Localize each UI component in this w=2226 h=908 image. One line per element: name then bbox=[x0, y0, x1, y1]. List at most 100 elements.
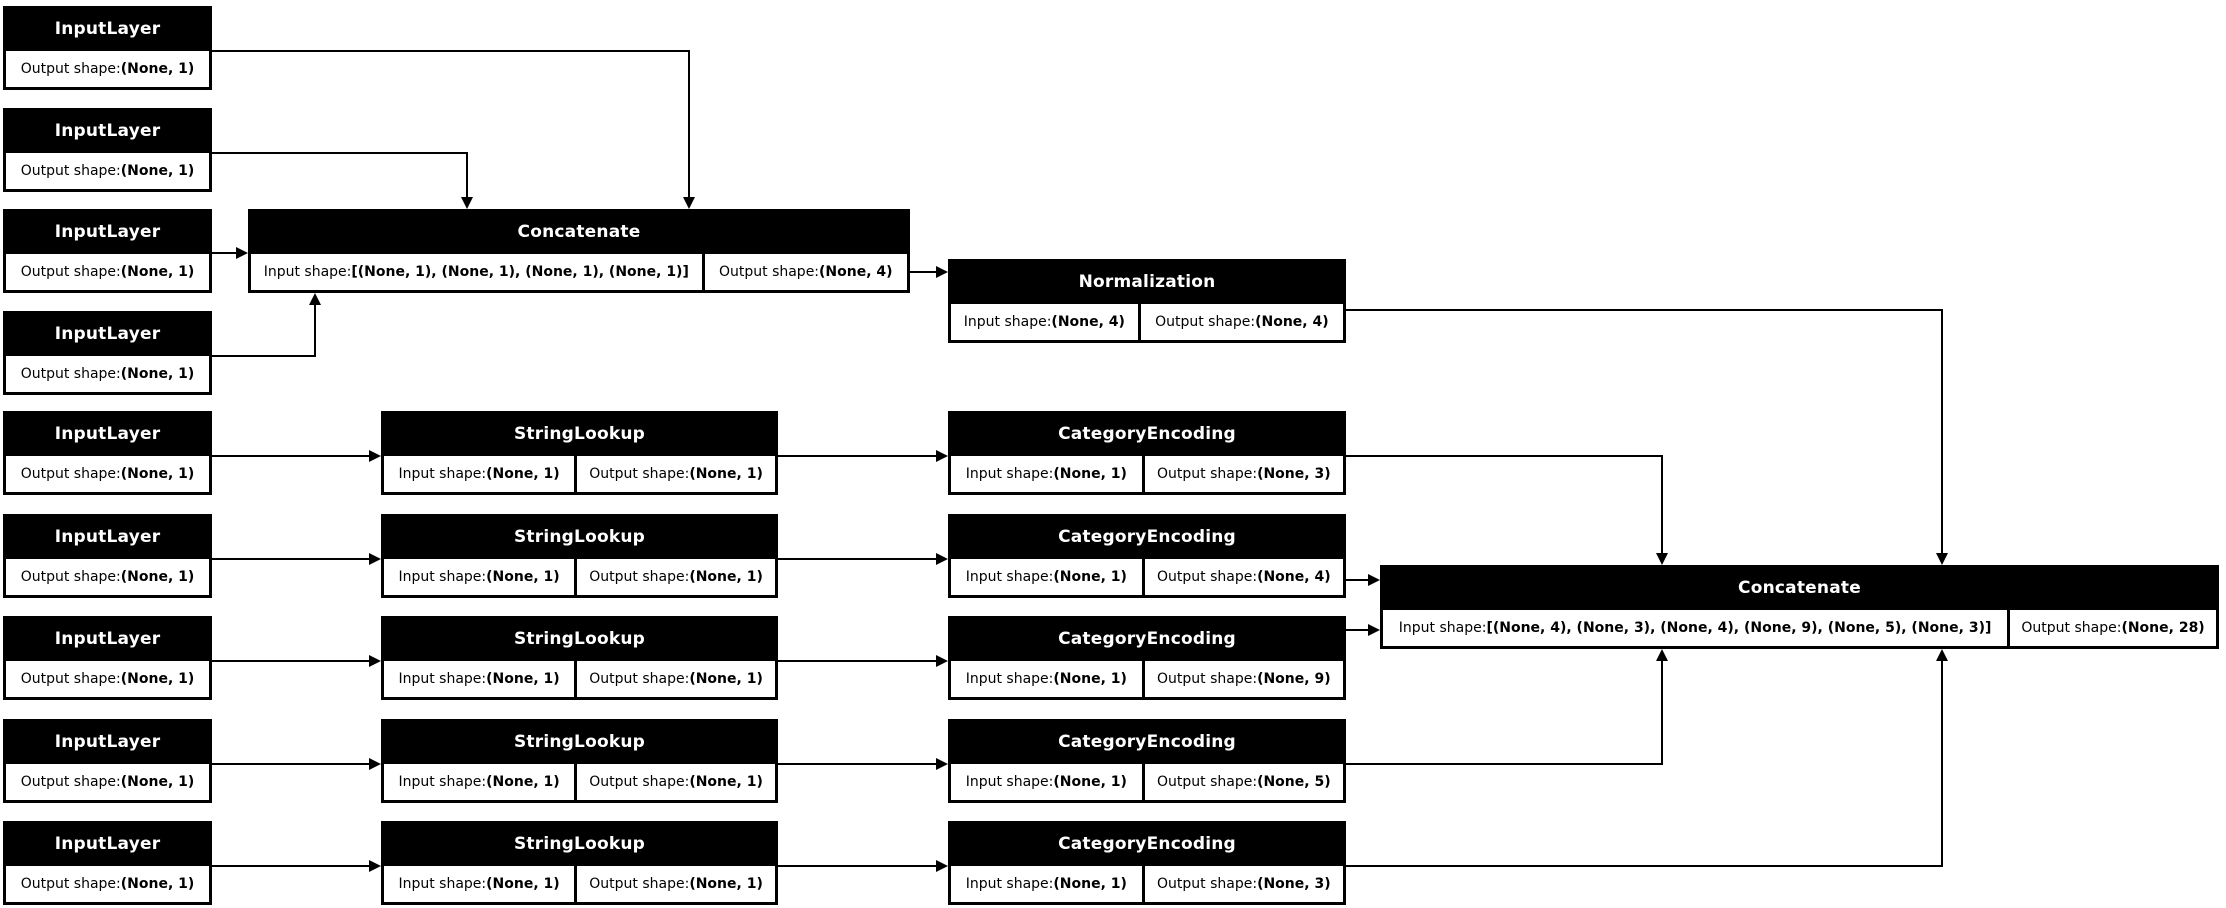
shape-value: (None, 1) bbox=[1053, 671, 1127, 687]
arrowhead-category-encoding-3-to-concatenate-2 bbox=[1368, 624, 1380, 636]
shape-cells: Input shape: (None, 1)Output shape: (Non… bbox=[381, 661, 778, 700]
edge-input-9-to-string-lookup-5 bbox=[211, 865, 371, 867]
input-shape-cell: Input shape: (None, 1) bbox=[951, 456, 1142, 492]
output-shape-cell: Output shape: (None, 1) bbox=[6, 456, 209, 492]
edge-input-8-to-string-lookup-4 bbox=[211, 763, 371, 765]
edge-category-encoding-1-to-concatenate-2 bbox=[1661, 455, 1663, 555]
shape-value: (None, 4) bbox=[1051, 314, 1125, 330]
shape-cells: Input shape: (None, 1)Output shape: (Non… bbox=[381, 559, 778, 598]
output-shape-cell: Output shape: (None, 5) bbox=[1144, 764, 1343, 800]
shape-cells: Input shape: [(None, 4), (None, 3), (Non… bbox=[1380, 610, 2219, 649]
arrowhead-string-lookup-1-to-category-encoding-1 bbox=[936, 450, 948, 462]
node-title: InputLayer bbox=[54, 18, 161, 39]
shape-cells: Output shape: (None, 1) bbox=[3, 559, 212, 598]
shape-cells: Output shape: (None, 1) bbox=[3, 456, 212, 495]
shape-label: Input shape: bbox=[1398, 620, 1487, 636]
output-shape-cell: Output shape: (None, 4) bbox=[704, 254, 907, 290]
arrowhead-string-lookup-5-to-category-encoding-5 bbox=[936, 860, 948, 872]
edge-string-lookup-1-to-category-encoding-1 bbox=[777, 455, 938, 457]
shape-label: Output shape: bbox=[718, 264, 820, 280]
node-title: InputLayer bbox=[54, 323, 161, 344]
edge-input-2-to-concatenate-1 bbox=[211, 152, 468, 154]
node-title: CategoryEncoding bbox=[1058, 731, 1236, 752]
edge-input-5-to-string-lookup-1 bbox=[211, 455, 371, 457]
input-shape-cell: Input shape: (None, 1) bbox=[951, 866, 1142, 902]
output-shape-cell: Output shape: (None, 3) bbox=[1144, 866, 1343, 902]
shape-value: (None, 4) bbox=[819, 264, 893, 280]
shape-label: Input shape: bbox=[965, 569, 1054, 585]
shape-value: (None, 1) bbox=[1053, 466, 1127, 482]
shape-label: Output shape: bbox=[589, 774, 690, 790]
edge-input-7-to-string-lookup-3 bbox=[211, 660, 371, 662]
input-shape-cell: Input shape: (None, 1) bbox=[951, 559, 1142, 595]
edge-input-4-to-concatenate-1 bbox=[211, 355, 316, 357]
node-title: StringLookup bbox=[513, 423, 646, 444]
shape-label: Output shape: bbox=[20, 671, 121, 687]
edge-string-lookup-4-to-category-encoding-4 bbox=[777, 763, 938, 765]
input-shape-cell: Input shape: (None, 4) bbox=[951, 304, 1138, 340]
arrowhead-category-encoding-1-to-concatenate-2 bbox=[1656, 553, 1668, 565]
shape-cells: Input shape: (None, 1)Output shape: (Non… bbox=[381, 764, 778, 803]
input-shape-cell: Input shape: (None, 1) bbox=[951, 764, 1142, 800]
edge-input-1-to-concatenate-1 bbox=[688, 50, 690, 199]
edge-category-encoding-3-to-concatenate-2 bbox=[1345, 629, 1370, 631]
output-shape-cell: Output shape: (None, 1) bbox=[6, 866, 209, 902]
output-shape-cell: Output shape: (None, 3) bbox=[1144, 456, 1343, 492]
output-shape-cell: Output shape: (None, 4) bbox=[1144, 559, 1343, 595]
shape-label: Output shape: bbox=[589, 876, 690, 892]
shape-label: Input shape: bbox=[965, 466, 1054, 482]
edge-string-lookup-5-to-category-encoding-5 bbox=[777, 865, 938, 867]
edge-string-lookup-3-to-category-encoding-3 bbox=[777, 660, 938, 662]
shape-label: Output shape: bbox=[1157, 569, 1258, 585]
output-shape-cell: Output shape: (None, 28) bbox=[2010, 610, 2216, 646]
shape-value: (None, 3) bbox=[1257, 876, 1331, 892]
edge-input-3-to-concatenate-1 bbox=[211, 252, 238, 254]
shape-label: Output shape: bbox=[20, 569, 121, 585]
shape-cells: Input shape: (None, 1)Output shape: (Non… bbox=[381, 866, 778, 905]
output-shape-cell: Output shape: (None, 1) bbox=[577, 764, 775, 800]
output-shape-cell: Output shape: (None, 1) bbox=[6, 51, 209, 87]
shape-label: Output shape: bbox=[1157, 774, 1258, 790]
shape-label: Input shape: bbox=[398, 569, 487, 585]
shape-label: Input shape: bbox=[398, 466, 487, 482]
shape-label: Output shape: bbox=[589, 466, 690, 482]
edge-input-2-to-concatenate-1 bbox=[466, 152, 468, 199]
edge-string-lookup-2-to-category-encoding-2 bbox=[777, 558, 938, 560]
output-shape-cell: Output shape: (None, 1) bbox=[577, 661, 775, 697]
edge-input-4-to-concatenate-1 bbox=[314, 303, 316, 357]
shape-value: (None, 1) bbox=[486, 774, 560, 790]
shape-cells: Output shape: (None, 1) bbox=[3, 661, 212, 700]
shape-cells: Input shape: (None, 1)Output shape: (Non… bbox=[381, 456, 778, 495]
shape-value: [(None, 4), (None, 3), (None, 4), (None,… bbox=[1486, 620, 1992, 636]
edge-concatenate-1-to-normalization bbox=[909, 271, 938, 273]
shape-value: (None, 1) bbox=[486, 671, 560, 687]
shape-value: (None, 1) bbox=[689, 671, 763, 687]
output-shape-cell: Output shape: (None, 1) bbox=[6, 764, 209, 800]
node-title: StringLookup bbox=[513, 526, 646, 547]
shape-value: (None, 1) bbox=[120, 671, 195, 687]
output-shape-cell: Output shape: (None, 4) bbox=[1140, 304, 1343, 340]
input-shape-cell: Input shape: [(None, 1), (None, 1), (Non… bbox=[251, 254, 702, 290]
shape-value: (None, 1) bbox=[120, 774, 195, 790]
shape-cells: Input shape: (None, 1)Output shape: (Non… bbox=[948, 661, 1346, 700]
edge-category-encoding-2-to-concatenate-2 bbox=[1345, 579, 1370, 581]
edge-normalization-to-concatenate-2 bbox=[1941, 309, 1943, 555]
shape-label: Output shape: bbox=[20, 61, 121, 77]
node-title: CategoryEncoding bbox=[1058, 423, 1236, 444]
shape-cells: Input shape: (None, 1)Output shape: (Non… bbox=[948, 559, 1346, 598]
output-shape-cell: Output shape: (None, 1) bbox=[577, 456, 775, 492]
shape-cells: Output shape: (None, 1) bbox=[3, 866, 212, 905]
node-title: Concatenate bbox=[517, 221, 641, 242]
output-shape-cell: Output shape: (None, 1) bbox=[6, 356, 209, 392]
shape-cells: Output shape: (None, 1) bbox=[3, 51, 212, 90]
shape-value: (None, 1) bbox=[120, 61, 195, 77]
